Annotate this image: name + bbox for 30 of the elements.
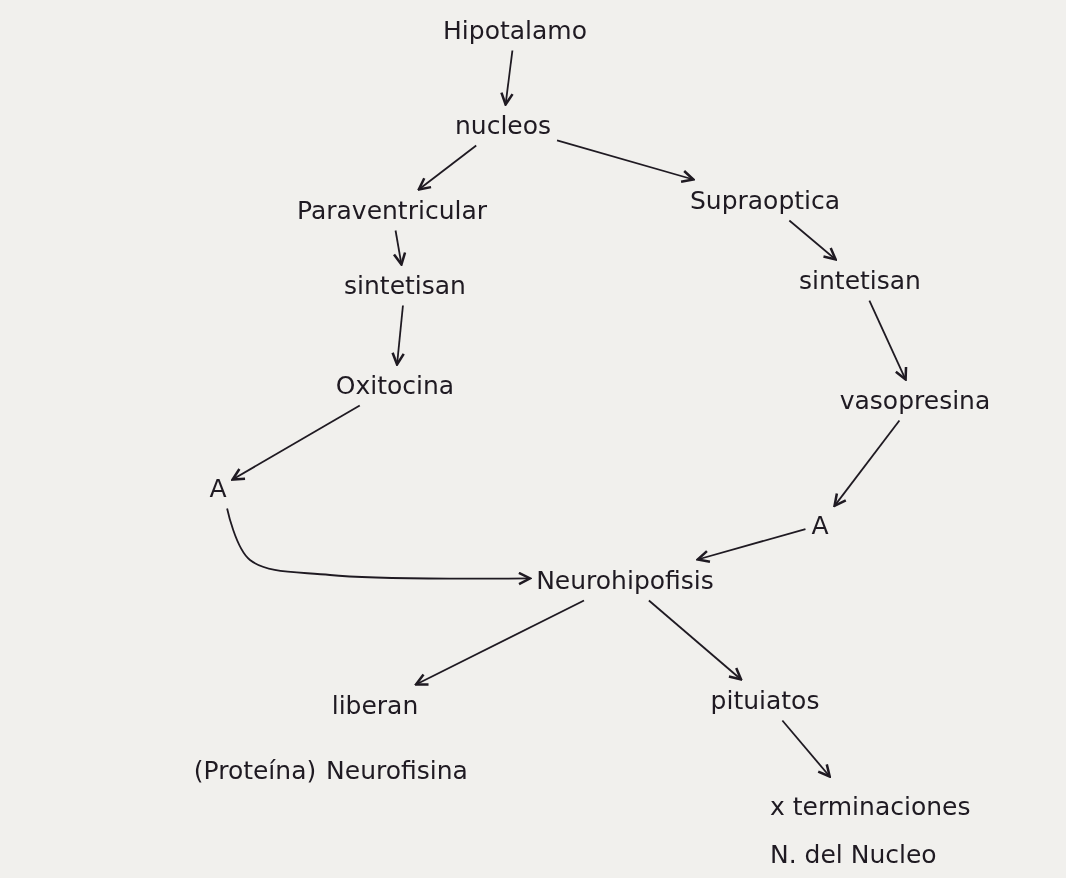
arrow [500, 49, 514, 106]
handwritten-label: Neurofisina [326, 755, 468, 785]
handwritten-label: A [811, 510, 829, 540]
arrow [417, 144, 478, 191]
arrow [392, 229, 407, 266]
arrow [781, 719, 831, 778]
handwritten-label: vasopresina [839, 385, 991, 415]
arrow [226, 507, 532, 586]
handwritten-label: Supraoptica [689, 185, 841, 215]
arrow [231, 404, 361, 481]
handwritten-label: A [209, 473, 227, 503]
handwritten-label: pituiatos [710, 685, 820, 715]
handwritten-label: liberan [331, 690, 419, 720]
arrow [556, 139, 695, 184]
handwritten-label: x terminaciones N. del Nucleo [770, 790, 972, 870]
handwritten-label: Paraventricular [296, 195, 488, 225]
arrow [833, 419, 901, 508]
arrow [648, 599, 743, 681]
handwritten-label: Neurohipofisis [536, 565, 714, 595]
arrow [788, 219, 837, 261]
handwritten-label: Hipotalamo [443, 15, 587, 45]
arrow [414, 599, 585, 686]
side-note: (Proteína) [193, 755, 317, 785]
handwritten-label: Oxitocina [335, 370, 455, 400]
handwritten-label: sintetisan [799, 265, 921, 295]
handwritten-label: nucleos [454, 110, 552, 140]
arrow [696, 528, 807, 564]
arrow [868, 299, 908, 381]
handwritten-label: sintetisan [344, 270, 466, 300]
arrow [391, 304, 405, 366]
